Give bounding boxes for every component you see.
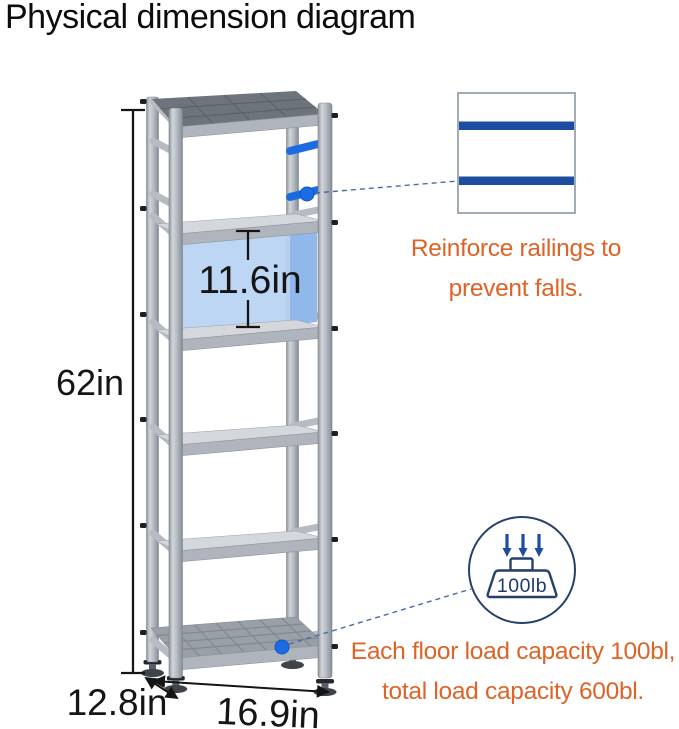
weight-icon: [486, 557, 558, 599]
railing-detail-box: [457, 92, 576, 214]
railing-bar-icon: [459, 121, 574, 130]
blue-highlight-region: [177, 231, 317, 334]
railing-caption-line1: Reinforce railings to: [410, 235, 622, 262]
load-callout-dot: [274, 639, 290, 655]
depth-dimension-label: 12.8in: [66, 682, 168, 723]
width-dimension-label: 16.9in: [215, 690, 321, 729]
shelf-tier-top: [152, 91, 325, 139]
railing-caption: Reinforce railings to prevent falls.: [396, 229, 636, 309]
shelf-back-posts: [141, 91, 304, 677]
railing-caption-line2: prevent falls.: [448, 275, 584, 302]
load-caption-line1: Each floor load capacity 100bl,: [350, 638, 676, 665]
down-arrows-icon: [502, 534, 544, 557]
railing-bar-icon: [459, 176, 574, 185]
load-capacity-badge-label: 100lb: [496, 575, 548, 597]
connector-nubs: [140, 99, 338, 649]
leader-line-load: [288, 588, 472, 645]
leader-line-railing: [314, 180, 459, 194]
width-arrow: [152, 675, 330, 698]
page-title: Physical dimension diagram: [5, 0, 416, 36]
spacing-dimension-line: [236, 229, 260, 329]
height-dimension-label: 62in: [55, 362, 124, 403]
load-badge-circle: [468, 516, 576, 624]
load-caption: Each floor load capacity 100bl, total lo…: [348, 632, 678, 712]
shelf-spacing-label: 11.6in: [198, 259, 302, 302]
height-dimension-line: [121, 108, 145, 675]
railing-callout-dot: [299, 186, 315, 202]
load-caption-line2: total load capacity 600bl.: [382, 678, 644, 705]
